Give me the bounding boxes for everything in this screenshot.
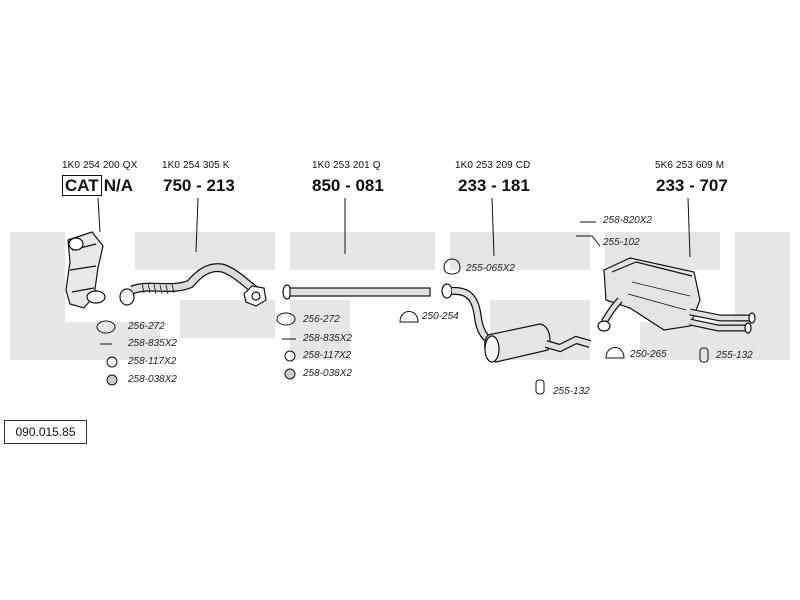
- leader-line-rear-silencer: [687, 197, 691, 258]
- middle-pipe: [282, 284, 431, 300]
- gasket-icon: [276, 312, 296, 326]
- part-label: 250-254: [422, 311, 459, 322]
- oem-number-middle-pipe: 1K0 253 201 Q: [312, 160, 381, 171]
- cat-box-label: CAT: [62, 175, 102, 196]
- leader-line-front-pipe: [195, 197, 199, 253]
- part-label: 258-835X2: [128, 338, 177, 349]
- reference-number-box: 090.015.85: [4, 420, 87, 444]
- part-label: 250-265: [630, 349, 667, 360]
- part-label: 255-132: [553, 386, 590, 397]
- part-label: 258-038X2: [303, 368, 352, 379]
- clamp-icon: [399, 311, 419, 323]
- part-label: 256-272: [303, 314, 340, 325]
- part-number-middle-silencer: 233 - 181: [458, 176, 530, 195]
- catalytic-converter: [65, 231, 106, 309]
- bracket-icon: [576, 235, 601, 247]
- part-label: 258-820X2: [603, 215, 652, 226]
- part-number-front-pipe: 750 - 213: [163, 176, 235, 195]
- cat-number: N/A: [103, 176, 133, 195]
- part-number-rear-silencer: 233 - 707: [656, 176, 728, 195]
- part-label: 255-132: [716, 350, 753, 361]
- part-label: 256-272: [128, 321, 165, 332]
- front-pipe: [119, 263, 267, 307]
- oem-number-cat: 1K0 254 200 QX: [62, 160, 138, 171]
- part-label: 258-835X2: [303, 333, 352, 344]
- part-label: 258-038X2: [128, 374, 177, 385]
- spring-icon: [284, 350, 296, 362]
- part-number-middle-pipe: 850 - 081: [312, 176, 384, 195]
- oem-number-middle-silencer: 1K0 253 209 CD: [455, 160, 531, 171]
- rear-silencer: [597, 257, 756, 334]
- oem-number-front-pipe: 1K0 254 305 K: [162, 160, 230, 171]
- rubber-mount-icon: [535, 379, 545, 395]
- part-label: 258-117X2: [128, 356, 177, 367]
- middle-silencer: [441, 283, 592, 363]
- clamp-icon: [443, 258, 461, 275]
- clamp-icon: [605, 347, 625, 359]
- gasket-icon: [96, 320, 116, 334]
- leader-line-cat: [97, 197, 101, 233]
- oem-number-rear-silencer: 5K6 253 609 M: [655, 160, 725, 171]
- part-label: 258-117X2: [303, 350, 352, 361]
- rubber-mount-icon: [699, 347, 709, 363]
- part-label: 255-065X2: [466, 263, 515, 274]
- part-label: 255-102: [603, 237, 640, 248]
- nut-icon: [284, 368, 296, 380]
- nut-icon: [106, 374, 118, 386]
- leader-line-middle-silencer: [491, 197, 495, 257]
- spring-icon: [106, 356, 118, 368]
